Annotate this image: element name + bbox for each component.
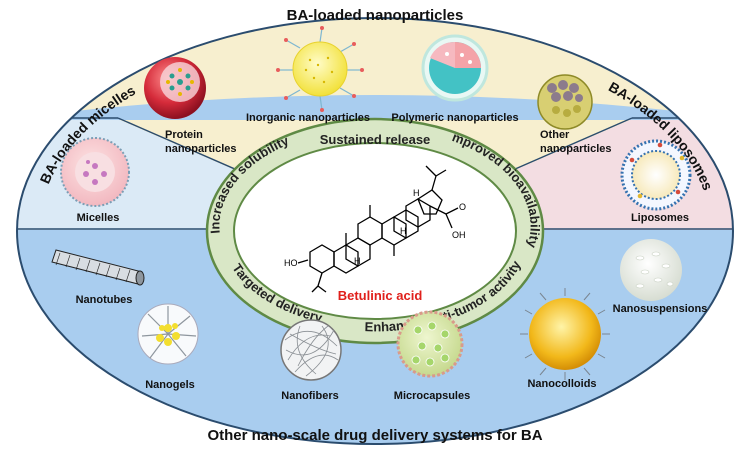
structure-h-mid: H (400, 226, 407, 236)
other-nanoparticle-icon (537, 74, 593, 130)
nanosuspensions-icon (620, 239, 682, 301)
label-polymeric-nanoparticles: Polymeric nanoparticles (391, 112, 518, 124)
polymeric-nanoparticle-icon (421, 34, 489, 102)
structure-oh: OH (452, 230, 466, 240)
nanogels-icon (137, 303, 199, 365)
protein-nanoparticle-icon (144, 57, 206, 119)
label-nanofibers: Nanofibers (281, 390, 338, 402)
label-nanogels: Nanogels (145, 379, 195, 391)
ring-label-sustained-release: Sustained release (320, 132, 431, 147)
label-inorganic-nanoparticles: Inorganic nanoparticles (246, 112, 370, 124)
label-micelles: Micelles (77, 212, 120, 224)
center-oval (233, 142, 517, 320)
microcapsules-icon (396, 310, 464, 378)
nanofibers-icon (280, 319, 342, 381)
structure-o: O (459, 202, 466, 212)
label-other-systems: Other nano-scale drug delivery systems f… (207, 427, 542, 444)
label-nanocolloids: Nanocolloids (527, 378, 596, 390)
structure-h-low: H (354, 256, 361, 266)
label-liposomes: Liposomes (631, 212, 689, 224)
betulinic-acid-structure (297, 165, 459, 293)
label-nanosuspensions: Nanosuspensions (613, 303, 708, 315)
liposomes-icon (620, 139, 692, 211)
label-nanotubes: Nanotubes (76, 294, 133, 306)
micelles-icon (60, 137, 130, 207)
inorganic-nanoparticle-icon (276, 26, 364, 112)
nanocolloids-icon (520, 288, 610, 380)
label-microcapsules: Microcapsules (394, 390, 470, 402)
compound-label: Betulinic acid (338, 288, 423, 303)
nanotubes-icon (51, 249, 145, 286)
label-ba-loaded-nanoparticles: BA-loaded nanoparticles (287, 7, 464, 24)
structure-ho: HO (284, 258, 298, 268)
structure-h-top: H (413, 188, 420, 198)
